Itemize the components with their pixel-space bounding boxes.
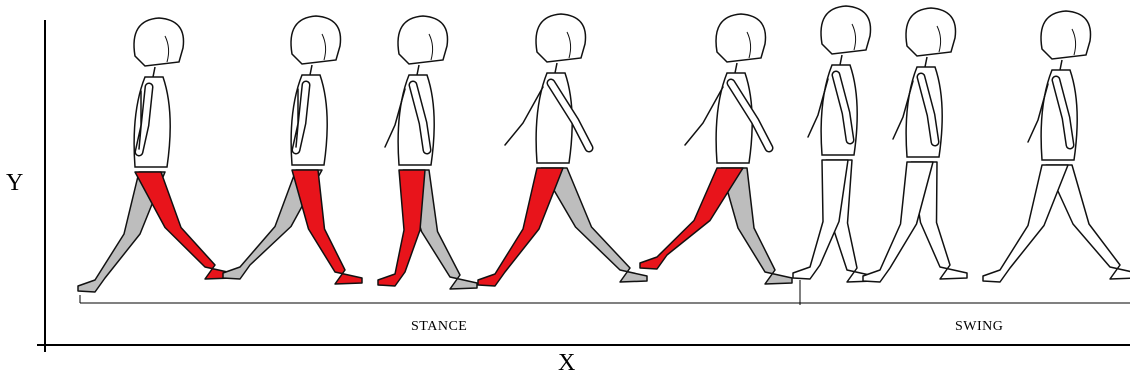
x-axis-label: X: [558, 350, 575, 377]
walking-figure: [78, 18, 232, 292]
y-axis-label: Y: [6, 170, 23, 197]
neck: [840, 55, 842, 65]
head: [716, 14, 766, 62]
head: [1041, 11, 1091, 59]
head: [291, 16, 341, 64]
walking-figure: [863, 8, 967, 282]
stance-bracket: [80, 280, 800, 305]
walking-figure: [378, 16, 477, 289]
neck: [925, 57, 927, 67]
leading-leg: [793, 160, 848, 279]
leading-leg: [640, 168, 743, 269]
head: [134, 18, 184, 66]
neck: [555, 63, 557, 73]
walking-figure: [983, 11, 1130, 282]
leading-leg: [983, 165, 1068, 282]
head: [536, 14, 586, 62]
stance-label: STANCE: [411, 319, 467, 335]
neck: [310, 65, 312, 75]
head: [821, 6, 871, 54]
leading-leg: [378, 170, 425, 286]
swing-label: SWING: [955, 319, 1003, 335]
leading-leg: [135, 172, 232, 279]
head: [906, 8, 956, 56]
head: [398, 16, 448, 64]
leading-leg: [292, 170, 362, 284]
walking-figures: [78, 6, 1130, 292]
neck: [417, 65, 419, 75]
neck: [153, 67, 155, 77]
leading-leg: [478, 168, 563, 286]
walking-figure: [478, 14, 647, 286]
walking-figure: [793, 6, 874, 282]
walking-figure: [223, 16, 362, 284]
walking-figure: [640, 14, 792, 284]
neck: [1060, 60, 1062, 70]
neck: [735, 63, 737, 73]
